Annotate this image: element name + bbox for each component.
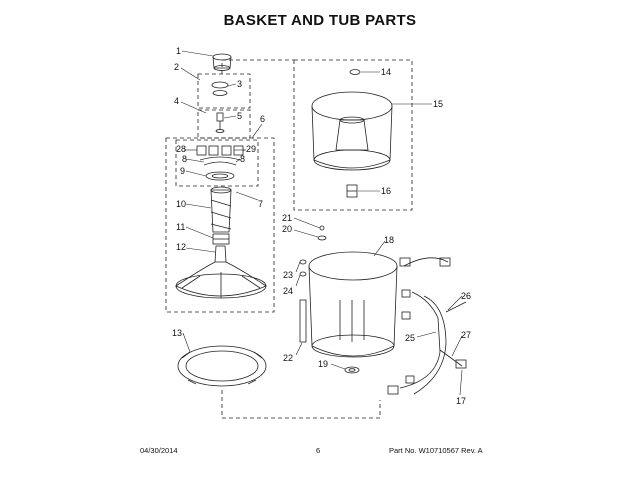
basket-part <box>311 91 393 171</box>
footer-part-number: Part No. W10710567 Rev. A <box>389 446 483 455</box>
tub-seal-part <box>344 366 360 374</box>
callout-12: 12 <box>176 242 186 252</box>
callout-22: 22 <box>283 353 293 363</box>
wire-harness-part <box>387 257 467 395</box>
callout-16: 16 <box>381 186 391 196</box>
callout-14: 14 <box>381 67 391 77</box>
cam-dogs-part <box>196 145 244 166</box>
callout-13: 13 <box>172 328 182 338</box>
auger-part <box>210 186 232 233</box>
agitator-base-part <box>175 245 267 299</box>
leader-lines <box>180 50 463 396</box>
callout-17: 17 <box>456 396 466 406</box>
agitator-bolt-part <box>215 112 225 133</box>
group-box-agitator-cap <box>197 73 251 109</box>
connector-line-bottom <box>221 390 381 419</box>
callout-6: 6 <box>260 114 265 124</box>
callout-29: 29 <box>246 144 256 154</box>
callout-7: 7 <box>258 199 263 209</box>
group-box-cam-dogs <box>175 139 259 187</box>
agitator-cap-part <box>212 53 232 71</box>
footer-page-number: 6 <box>316 446 321 455</box>
group-box-basket <box>293 59 413 211</box>
callout-27: 27 <box>461 330 471 340</box>
footer-date: 04/30/2014 <box>140 446 178 455</box>
callout-5: 5 <box>237 111 242 121</box>
callout-10: 10 <box>176 199 186 209</box>
hose-fitting-part <box>317 225 327 241</box>
callout-3: 3 <box>237 79 242 89</box>
callout-labels: 1 2 3 4 5 6 7 8 8 9 10 11 12 13 14 15 16… <box>172 46 471 406</box>
callout-21: 21 <box>282 213 292 223</box>
callout-25: 25 <box>405 333 415 343</box>
callout-28: 28 <box>176 144 186 154</box>
callout-9: 9 <box>180 166 185 176</box>
callout-11: 11 <box>176 222 185 232</box>
callout-8b: 8 <box>240 154 245 164</box>
outer-tub-part <box>308 251 398 358</box>
callout-1: 1 <box>176 46 181 56</box>
pressure-hose-part <box>299 259 307 343</box>
callout-26: 26 <box>461 291 471 301</box>
drive-hub-part <box>346 184 358 198</box>
group-box-agitator-bolt <box>197 109 251 139</box>
grommet-part <box>349 69 361 75</box>
callout-19: 19 <box>318 359 328 369</box>
callout-20: 20 <box>282 224 292 234</box>
callout-4: 4 <box>174 96 179 106</box>
cam-ring-part <box>205 171 235 181</box>
group-box-agitator <box>165 137 275 313</box>
callout-18: 18 <box>384 235 394 245</box>
callout-8a: 8 <box>182 154 187 164</box>
callout-23: 23 <box>283 270 293 280</box>
callout-15: 15 <box>433 99 443 109</box>
callout-24: 24 <box>283 286 293 296</box>
connector-line-top <box>221 59 294 74</box>
callout-2: 2 <box>174 62 179 72</box>
balance-ring-part <box>177 345 267 387</box>
page-title: BASKET AND TUB PARTS <box>223 12 417 29</box>
seal-ring-part <box>211 81 229 96</box>
bearing-part <box>212 233 230 245</box>
